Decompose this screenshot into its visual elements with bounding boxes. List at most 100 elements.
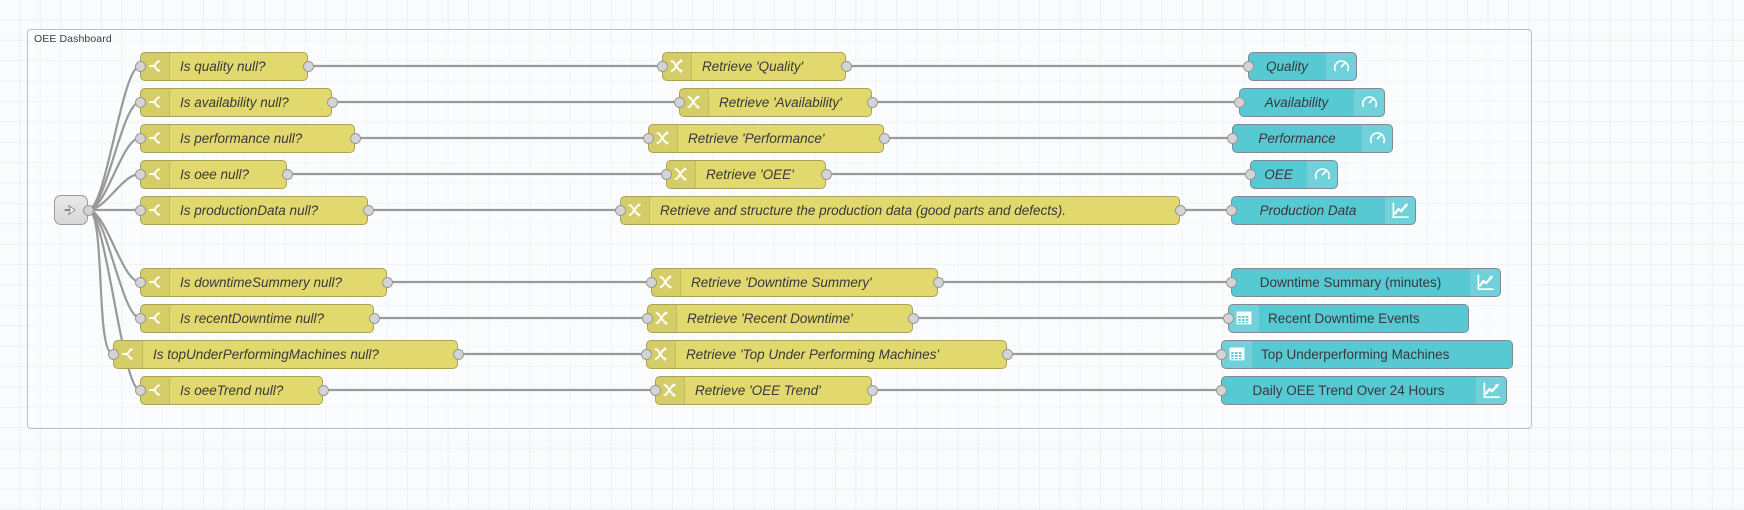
change-icon — [655, 310, 668, 326]
switch-icon — [149, 275, 160, 289]
dashboard-input-port[interactable] — [1225, 204, 1237, 216]
switch-node[interactable]: Is topUnderPerformingMachines null? — [113, 339, 458, 369]
switch-output-port[interactable] — [452, 348, 464, 360]
gauge-icon — [1333, 59, 1349, 71]
dashboard-node[interactable]: Daily OEE Trend Over 24 Hours — [1221, 375, 1507, 405]
change-node-label: Retrieve 'Quality' — [702, 58, 804, 74]
dashboard-input-port[interactable] — [1222, 312, 1234, 324]
switch-input-port[interactable] — [107, 348, 119, 360]
change-node[interactable]: Retrieve 'Availability' — [679, 87, 872, 117]
change-input-port[interactable] — [649, 384, 661, 396]
change-output-port[interactable] — [866, 96, 878, 108]
dashboard-input-port[interactable] — [1215, 384, 1227, 396]
change-output-port[interactable] — [820, 168, 832, 180]
change-icon — [663, 382, 676, 398]
change-icon — [659, 274, 672, 290]
switch-output-port[interactable] — [326, 96, 338, 108]
switch-input-port[interactable] — [134, 276, 146, 288]
change-node-label: Retrieve 'Availability' — [719, 94, 842, 110]
switch-icon — [141, 160, 170, 188]
change-output-port[interactable] — [907, 312, 919, 324]
change-input-port[interactable] — [673, 96, 685, 108]
switch-node-label: Is performance null? — [180, 130, 303, 146]
switch-node[interactable]: Is oee null? — [140, 159, 287, 189]
dashboard-node[interactable]: Quality — [1248, 51, 1357, 81]
change-node[interactable]: Retrieve 'Performance' — [648, 123, 884, 153]
dashboard-input-port[interactable] — [1225, 276, 1237, 288]
switch-node[interactable]: Is productionData null? — [140, 195, 368, 225]
change-icon — [628, 202, 641, 218]
change-icon — [674, 166, 687, 182]
change-input-port[interactable] — [660, 168, 672, 180]
switch-input-port[interactable] — [134, 312, 146, 324]
switch-node[interactable]: Is quality null? — [140, 51, 308, 81]
change-input-port[interactable] — [641, 312, 653, 324]
change-input-port[interactable] — [656, 60, 668, 72]
dashboard-node-label: Top Underperforming Machines — [1261, 346, 1450, 362]
change-node[interactable]: Retrieve 'Quality' — [662, 51, 846, 81]
dashboard-node-label: Recent Downtime Events — [1268, 310, 1420, 326]
switch-output-port[interactable] — [302, 60, 314, 72]
switch-input-port[interactable] — [134, 204, 146, 216]
change-icon — [652, 268, 681, 296]
dashboard-node[interactable]: Downtime Summary (minutes) — [1231, 267, 1501, 297]
switch-icon — [122, 347, 133, 361]
dashboard-input-port[interactable] — [1233, 96, 1245, 108]
switch-node[interactable]: Is availability null? — [140, 87, 332, 117]
switch-input-port[interactable] — [134, 168, 146, 180]
table-icon — [1236, 311, 1252, 325]
dashboard-node[interactable]: Production Data — [1231, 195, 1416, 225]
switch-output-port[interactable] — [349, 132, 361, 144]
switch-input-port[interactable] — [134, 132, 146, 144]
chart-icon — [1477, 273, 1494, 290]
dashboard-node[interactable]: Availability — [1239, 87, 1385, 117]
change-node[interactable]: Retrieve 'OEE Trend' — [655, 375, 872, 405]
switch-icon — [149, 311, 160, 325]
change-output-port[interactable] — [878, 132, 890, 144]
dashboard-input-port[interactable] — [1244, 168, 1256, 180]
switch-input-port[interactable] — [134, 384, 146, 396]
switch-icon — [149, 59, 160, 73]
switch-output-port[interactable] — [362, 204, 374, 216]
change-output-port[interactable] — [866, 384, 878, 396]
change-node[interactable]: Retrieve and structure the production da… — [620, 195, 1180, 225]
dashboard-node[interactable]: OEE — [1250, 159, 1338, 189]
dashboard-node[interactable]: Recent Downtime Events — [1228, 303, 1469, 333]
dashboard-node[interactable]: Performance — [1232, 123, 1393, 153]
switch-node[interactable]: Is oeeTrend null? — [140, 375, 323, 405]
change-input-port[interactable] — [640, 348, 652, 360]
switch-node-label: Is productionData null? — [180, 202, 319, 218]
dashboard-input-port[interactable] — [1242, 60, 1254, 72]
switch-icon — [141, 268, 170, 296]
gauge-icon — [1325, 52, 1356, 80]
switch-input-port[interactable] — [134, 60, 146, 72]
switch-node[interactable]: Is performance null? — [140, 123, 355, 153]
change-output-port[interactable] — [1001, 348, 1013, 360]
change-input-port[interactable] — [642, 132, 654, 144]
change-output-port[interactable] — [1174, 204, 1186, 216]
link-in-output-port[interactable] — [82, 204, 94, 216]
switch-input-port[interactable] — [134, 96, 146, 108]
change-node[interactable]: Retrieve 'Downtime Summery' — [651, 267, 938, 297]
switch-output-port[interactable] — [368, 312, 380, 324]
switch-output-port[interactable] — [381, 276, 393, 288]
switch-output-port[interactable] — [281, 168, 293, 180]
change-node[interactable]: Retrieve 'Top Under Performing Machines' — [646, 339, 1007, 369]
change-input-port[interactable] — [614, 204, 626, 216]
gauge-icon — [1353, 88, 1384, 116]
dashboard-input-port[interactable] — [1226, 132, 1238, 144]
switch-node[interactable]: Is downtimeSummery null? — [140, 267, 387, 297]
change-output-port[interactable] — [932, 276, 944, 288]
change-input-port[interactable] — [645, 276, 657, 288]
change-output-port[interactable] — [840, 60, 852, 72]
switch-icon — [141, 304, 170, 332]
change-node[interactable]: Retrieve 'Recent Downtime' — [647, 303, 913, 333]
dashboard-node[interactable]: Top Underperforming Machines — [1221, 339, 1513, 369]
switch-icon — [141, 196, 170, 224]
dashboard-input-port[interactable] — [1215, 348, 1227, 360]
change-node[interactable]: Retrieve 'OEE' — [666, 159, 826, 189]
change-icon — [687, 94, 700, 110]
switch-node[interactable]: Is recentDowntime null? — [140, 303, 374, 333]
switch-output-port[interactable] — [317, 384, 329, 396]
